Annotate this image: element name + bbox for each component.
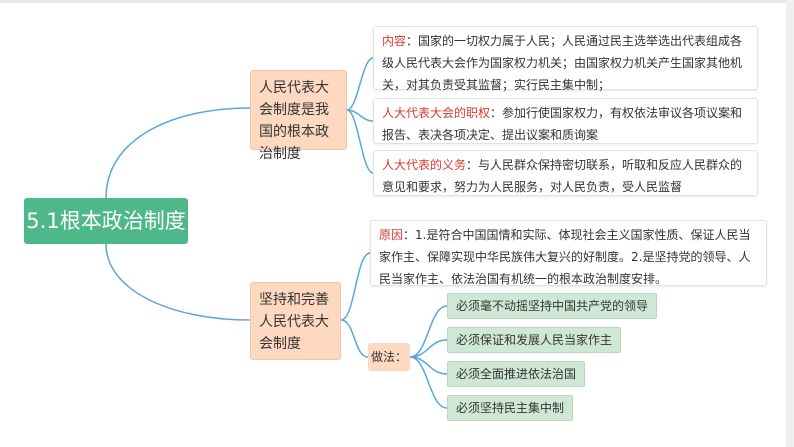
- method-label[interactable]: 做法：: [368, 343, 410, 371]
- leaf-reason-text: ：1.是符合中国国情和实际、体现社会主义国家性质、保证人民当家作主、保障实现中华…: [379, 228, 751, 286]
- method-item-rule-of-law[interactable]: 必须全面推进依法治国: [447, 361, 586, 387]
- connector-method-s2: [409, 339, 448, 358]
- connector-method-s4: [409, 356, 448, 409]
- leaf-content-key: 内容: [382, 34, 407, 48]
- leaf-content[interactable]: 内容：国家的一切权力属于人民；人民通过民主选举选出代表组成各级人民代表大会作为国…: [373, 26, 758, 92]
- right-edge-strip: [786, 0, 794, 447]
- connector-branch2-reason: [340, 252, 371, 321]
- leaf-congress-powers[interactable]: 人大代表大会的职权：参加行使国家权力，有权依法审议各项议案和报告、表决各项决定、…: [373, 98, 758, 144]
- connector-root-branch2: [105, 243, 251, 321]
- connector-branch1-leaf3: [346, 109, 374, 174]
- connector-root-branch1: [105, 107, 251, 199]
- leaf-reason-key: 原因: [379, 228, 404, 242]
- branch-people-congress-system[interactable]: 人民代表大会制度是我国的根本政治制度: [250, 70, 347, 162]
- connector-branch2-method: [340, 319, 369, 358]
- connector-method-s1: [409, 305, 448, 358]
- root-topic[interactable]: 5.1根本政治制度: [24, 198, 188, 244]
- leaf-deputy-duties-key: 人大代表的义务: [382, 158, 467, 172]
- leaf-deputy-duties[interactable]: 人大代表的义务：与人民群众保持密切联系，听取和反应人民群众的意见和要求，努力为人…: [373, 150, 758, 196]
- method-item-party-leadership[interactable]: 必须毫不动摇坚持中国共产党的领导: [447, 293, 658, 319]
- leaf-content-text: ：国家的一切权力属于人民；人民通过民主选举选出代表组成各级人民代表大会作为国家权…: [382, 34, 743, 92]
- top-divider: [0, 0, 794, 3]
- leaf-reason[interactable]: 原因：1.是符合中国国情和实际、体现社会主义国家性质、保证人民当家作主、保障实现…: [370, 220, 767, 286]
- branch-uphold-and-improve[interactable]: 坚持和完善人民代表大会制度: [250, 282, 341, 360]
- leaf-deputy-duties-text: ：与人民群众保持密切联系，听取和反应人民群众的意见和要求，努力为人民服务，对人民…: [382, 158, 743, 194]
- leaf-congress-powers-key: 人大代表大会的职权: [382, 106, 491, 120]
- method-item-democratic-centralism[interactable]: 必须坚持民主集中制: [447, 395, 574, 421]
- method-item-people-masters[interactable]: 必须保证和发展人民当家作主: [447, 327, 622, 353]
- connector-branch1-leaf1: [346, 57, 374, 111]
- leaf-congress-powers-text: ：参加行使国家权力，有权依法审议各项议案和报告、表决各项决定、提出议案和质询案: [382, 106, 743, 142]
